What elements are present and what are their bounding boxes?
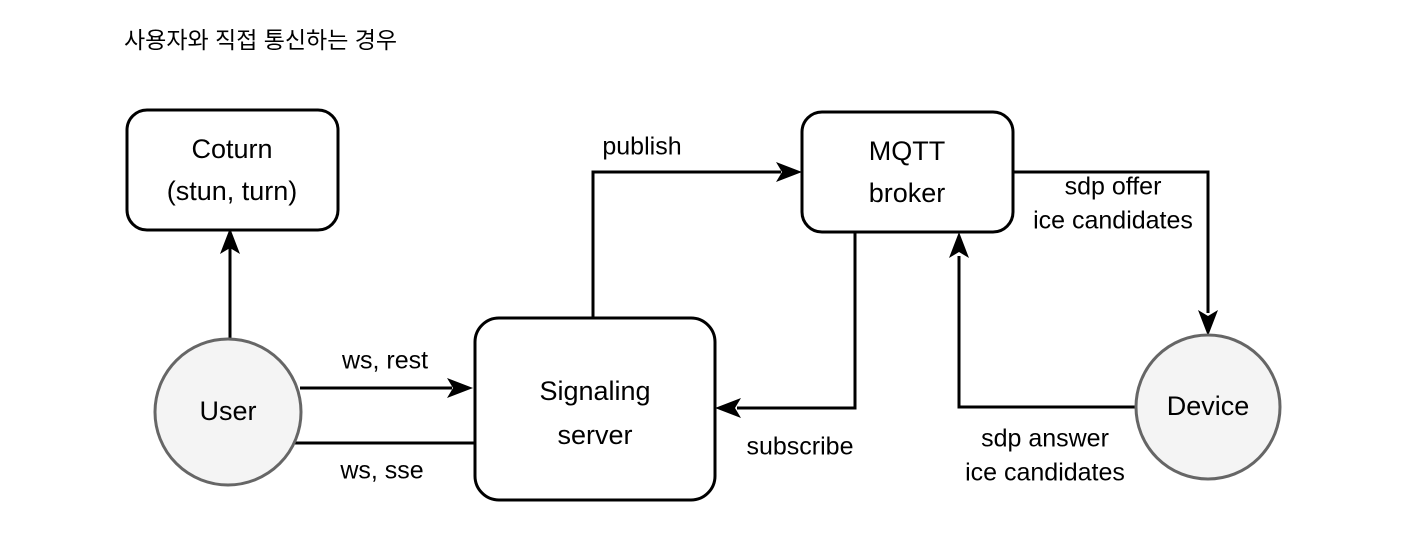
node-signaling-server-label-line1: Signaling bbox=[539, 376, 650, 406]
edge-label-sdp-offer-line2: ice candidates bbox=[1033, 207, 1193, 235]
node-coturn-label-line2: (stun, turn) bbox=[167, 176, 298, 206]
node-coturn-label-line1: Coturn bbox=[191, 134, 272, 164]
node-coturn[interactable]: Coturn (stun, turn) bbox=[125, 108, 340, 232]
node-user-label: User bbox=[199, 396, 256, 426]
arrowhead-user-to-coturn bbox=[220, 228, 240, 254]
edge-label-ws-rest: ws, rest bbox=[341, 347, 428, 375]
edge-user-to-signaling bbox=[300, 378, 473, 398]
edge-mqtt-to-device bbox=[1013, 170, 1218, 336]
node-signaling-server-box[interactable] bbox=[473, 316, 717, 502]
edge-device-to-mqtt bbox=[949, 232, 1136, 409]
edge-label-publish: publish bbox=[602, 133, 681, 161]
edge-label-subscribe: subscribe bbox=[747, 433, 854, 461]
node-device-circle[interactable] bbox=[1134, 333, 1282, 481]
edge-signaling-to-mqtt bbox=[591, 162, 802, 318]
arrowhead-device-to-mqtt bbox=[949, 232, 969, 258]
node-signaling-server-label-line2: server bbox=[557, 420, 632, 450]
arrowhead-mqtt-to-signaling bbox=[715, 398, 741, 418]
edge-mqtt-to-device-line bbox=[1013, 170, 1210, 313]
edge-label-ws-sse: ws, sse bbox=[339, 457, 423, 485]
node-coturn-box[interactable] bbox=[125, 108, 340, 232]
node-mqtt-broker[interactable]: MQTT broker bbox=[800, 110, 1015, 234]
edge-device-to-mqtt-line bbox=[957, 256, 1136, 409]
node-user-circle[interactable] bbox=[153, 337, 303, 487]
edge-signaling-to-mqtt-line bbox=[591, 170, 781, 318]
arrowhead-signaling-to-mqtt bbox=[776, 162, 802, 182]
node-mqtt-broker-label-line1: MQTT bbox=[869, 136, 945, 166]
diagram-title: 사용자와 직접 통신하는 경우 bbox=[124, 27, 397, 53]
edge-mqtt-to-signaling bbox=[715, 232, 857, 418]
edge-label-sdp-answer-line1: sdp answer bbox=[981, 425, 1109, 453]
edge-user-to-coturn bbox=[220, 228, 240, 340]
node-mqtt-broker-box[interactable] bbox=[800, 110, 1015, 234]
edge-label-sdp-answer-line2: ice candidates bbox=[965, 459, 1125, 487]
edge-label-sdp-offer-line1: sdp offer bbox=[1065, 173, 1162, 201]
node-user[interactable]: User bbox=[153, 337, 303, 487]
node-device[interactable]: Device bbox=[1134, 333, 1282, 481]
node-signaling-server[interactable]: Signaling server bbox=[473, 316, 717, 502]
arrowhead-user-to-signaling bbox=[447, 378, 473, 398]
edge-mqtt-to-signaling-line bbox=[737, 232, 857, 410]
node-device-label: Device bbox=[1167, 391, 1250, 421]
node-mqtt-broker-label-line2: broker bbox=[869, 178, 946, 208]
arrowhead-mqtt-to-device bbox=[1198, 310, 1218, 336]
